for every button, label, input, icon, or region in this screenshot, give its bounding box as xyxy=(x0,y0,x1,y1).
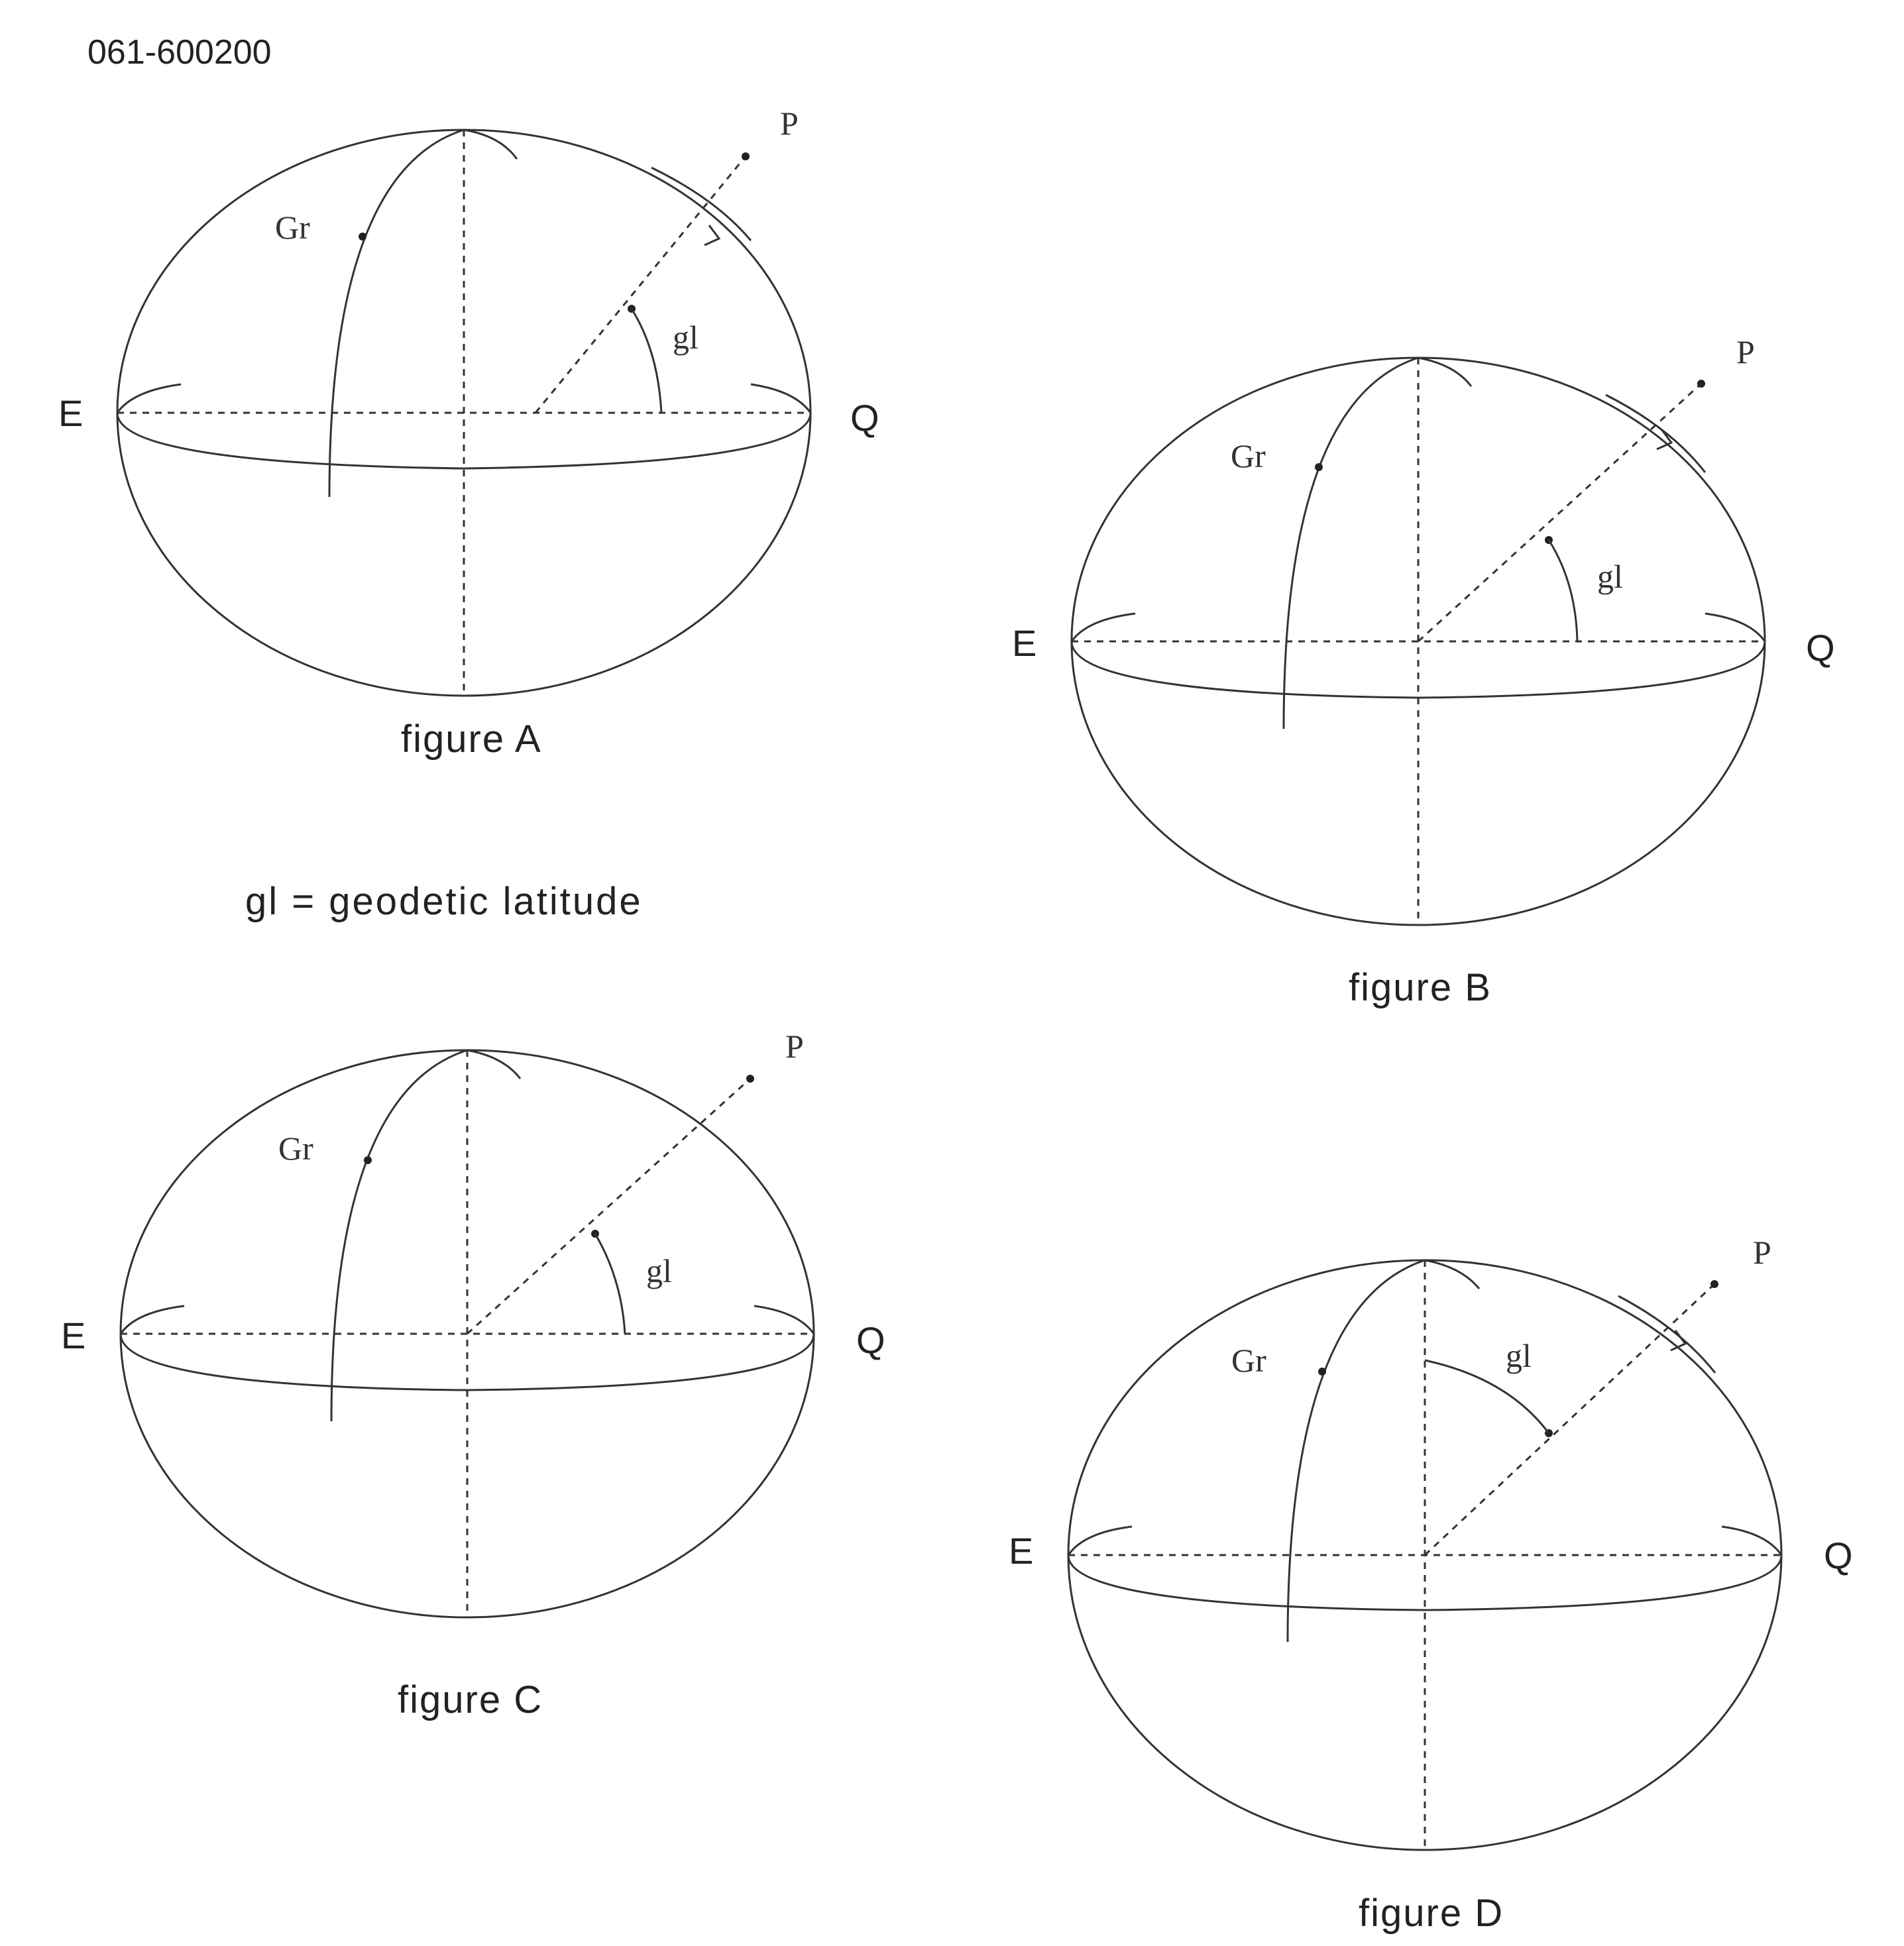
right-angle-mark xyxy=(704,225,721,246)
latitude-angle-arc xyxy=(594,1233,626,1334)
label-p: P xyxy=(1753,1234,1771,1271)
label-e: E xyxy=(58,392,83,434)
equator-back-arc-left xyxy=(1067,1525,1133,1556)
point-p-dot xyxy=(1697,380,1705,388)
document-code: 061-600200 xyxy=(87,33,272,72)
point-p-dot xyxy=(746,1075,754,1083)
label-gr: Gr xyxy=(1231,1342,1266,1379)
label-e: E xyxy=(1009,1530,1033,1572)
label-e: E xyxy=(1012,622,1036,664)
equator-back-arc-right xyxy=(1705,612,1766,642)
tangent-line xyxy=(1618,1295,1716,1374)
point-p-dot xyxy=(742,152,750,160)
label-gl: gl xyxy=(646,1252,672,1289)
label-gl: gl xyxy=(1506,1337,1532,1374)
figure-c: E Q P Gr gl figure C xyxy=(61,1028,885,1721)
latitude-angle-arc xyxy=(630,308,663,413)
tangent-line xyxy=(651,166,752,241)
figure-a: E Q P Gr gl figure A xyxy=(58,105,879,761)
greenwich-meridian xyxy=(1282,356,1473,730)
figure-b: E Q P Gr gl figure B xyxy=(1012,333,1835,1009)
figure-caption: figure C xyxy=(398,1678,543,1721)
label-q: Q xyxy=(856,1319,885,1361)
right-angle-mark xyxy=(1656,429,1673,451)
normal-line xyxy=(1424,1283,1716,1556)
label-p: P xyxy=(1736,333,1755,370)
equator-front-arc xyxy=(1067,1554,1783,1611)
equator-back-arc-right xyxy=(1721,1525,1783,1556)
right-angle-mark xyxy=(1670,1330,1687,1352)
normal-line xyxy=(466,1077,752,1335)
greenwich-dot xyxy=(1318,1368,1326,1376)
equator-back-arc-left xyxy=(119,1305,185,1334)
greenwich-meridian xyxy=(1286,1259,1481,1643)
label-gl: gl xyxy=(673,319,699,356)
point-p-dot xyxy=(1710,1280,1718,1288)
label-p: P xyxy=(785,1028,804,1065)
normal-line xyxy=(534,156,747,413)
label-q: Q xyxy=(1824,1535,1853,1576)
figure-caption: figure A xyxy=(401,718,542,761)
label-q: Q xyxy=(850,397,879,439)
greenwich-dot xyxy=(364,1156,372,1164)
label-gl: gl xyxy=(1597,558,1623,595)
greenwich-dot xyxy=(359,233,366,241)
figure-d: E Q P Gr gl figure D xyxy=(1009,1234,1853,1935)
latitude-angle-arc xyxy=(1424,1359,1550,1434)
label-gr: Gr xyxy=(278,1130,313,1167)
label-gr: Gr xyxy=(1231,437,1266,474)
figure-caption: figure D xyxy=(1359,1892,1504,1935)
equator-back-arc-left xyxy=(116,383,182,413)
equator-back-arc-right xyxy=(754,1305,815,1334)
label-e: E xyxy=(61,1315,85,1356)
greenwich-meridian xyxy=(330,1049,522,1422)
greenwich-meridian xyxy=(328,129,518,498)
figure-caption: figure B xyxy=(1349,966,1492,1009)
equator-front-arc xyxy=(116,412,812,470)
greenwich-dot xyxy=(1315,463,1323,471)
legend-text: gl = geodetic latitude xyxy=(245,880,643,923)
equator-back-arc-right xyxy=(750,383,812,413)
label-q: Q xyxy=(1806,627,1835,669)
normal-line xyxy=(1417,382,1703,643)
equator-back-arc-left xyxy=(1070,612,1136,642)
label-gr: Gr xyxy=(275,209,310,246)
latitude-angle-arc xyxy=(1547,539,1579,642)
label-p: P xyxy=(780,105,799,142)
